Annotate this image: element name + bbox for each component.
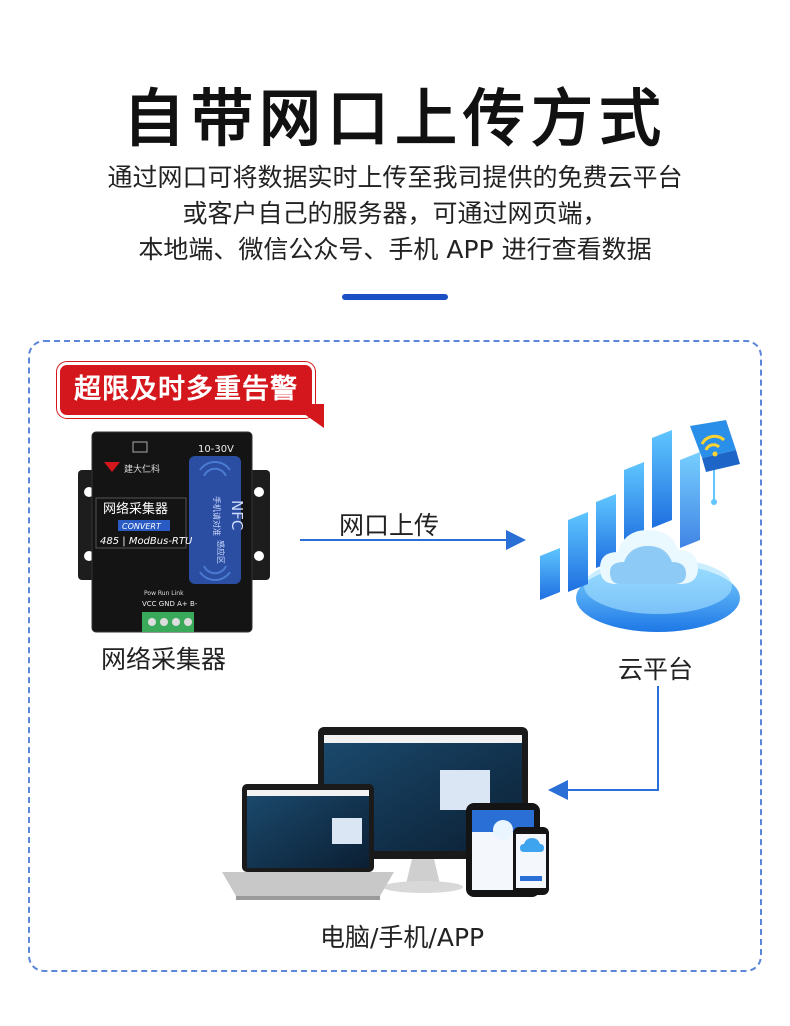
cloud-platform-illustration (540, 420, 740, 632)
nfc-sub-2: 感应区 (216, 540, 226, 564)
upload-arrow-label: 网口上传 (339, 511, 440, 540)
diagram-panel (28, 340, 762, 972)
device-panel-model: CONVERT (122, 522, 162, 531)
device-panel-protocol: 485 | ModBus-RTU (100, 536, 193, 547)
alert-badge-tail (290, 404, 324, 428)
device-voltage: 10-30V (198, 444, 234, 455)
clients-label: 电脑/手机/APP (320, 923, 485, 952)
page-title: 自带网口上传方式 (122, 82, 667, 155)
nfc-sub-1: 手机请对准 (212, 496, 222, 536)
wireless-signal-icon (199, 461, 231, 581)
device-brand: 建大仁科 (124, 463, 160, 475)
subtitle-line-2: 或客户自己的服务器，可通过网页端， (182, 199, 608, 228)
app-cloud-icon (520, 838, 544, 852)
cloud-label: 云平台 (618, 655, 694, 684)
device-terminals: VCC GND A+ B- (142, 600, 198, 608)
device-label: 网络采集器 (101, 645, 227, 674)
nfc-label: NFC (228, 500, 246, 530)
page-subtitle: 通过网口可将数据实时上传至我司提供的免费云平台 或客户自己的服务器，可通过网页端… (0, 160, 790, 268)
title-divider (342, 294, 448, 300)
device-panel-title: 网络采集器 (103, 501, 168, 517)
device-leds: Pow Run Link (144, 590, 184, 597)
subtitle-line-1: 通过网口可将数据实时上传至我司提供的免费云平台 (107, 163, 683, 192)
alert-badge: 超限及时多重告警 (57, 362, 315, 418)
collector-device (78, 431, 270, 633)
subtitle-line-3: 本地端、微信公众号、手机 APP 进行查看数据 (138, 235, 652, 264)
delivery-arrow (548, 686, 659, 800)
wifi-icon (700, 434, 726, 451)
brand-logo-icon (104, 462, 120, 472)
phone-device (513, 827, 549, 895)
laptop-device (222, 784, 394, 900)
